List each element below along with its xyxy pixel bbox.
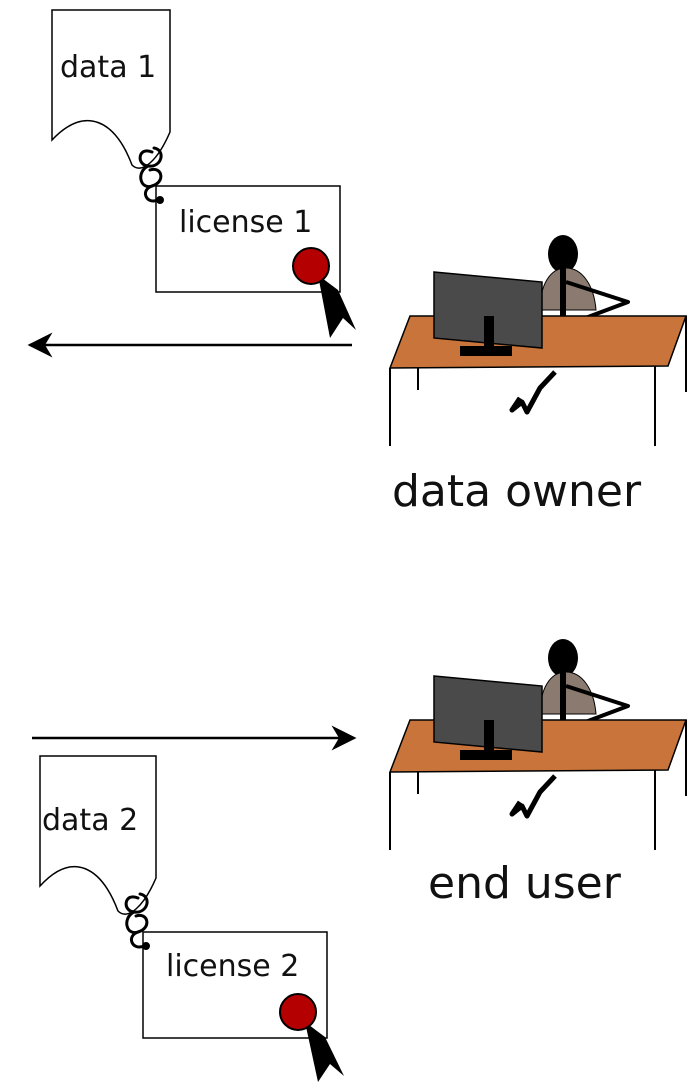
bottom-scene: end user data 2 license 2 <box>32 639 688 1082</box>
paper-clip-icon <box>138 146 164 204</box>
role-label: data owner <box>392 466 642 517</box>
monitor-icon <box>433 675 543 760</box>
person-at-desk-icon <box>388 639 688 850</box>
license-label: license 1 <box>179 205 312 240</box>
license-1: license 1 <box>155 185 356 338</box>
document-label: data 2 <box>42 803 138 838</box>
role-label: end user <box>428 858 622 909</box>
seal-icon <box>292 247 356 338</box>
license-2: license 2 <box>142 931 344 1082</box>
seal-icon <box>279 993 344 1082</box>
document-data-1: data 1 <box>51 9 171 169</box>
top-scene: data 1 license 1 <box>27 9 688 517</box>
document-label: data 1 <box>60 50 156 85</box>
monitor-icon <box>433 271 543 356</box>
document-data-2: data 2 <box>39 755 157 915</box>
license-label: license 2 <box>166 949 299 984</box>
document-icon <box>39 755 157 915</box>
paper-clip-icon <box>124 892 150 950</box>
document-icon <box>51 9 171 169</box>
person-at-desk-icon <box>388 235 688 446</box>
